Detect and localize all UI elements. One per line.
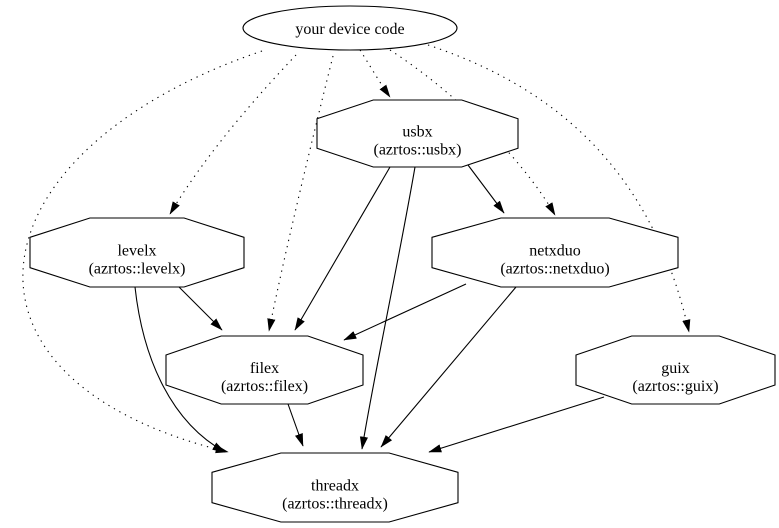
node-usbx-shape <box>316 99 519 168</box>
node-threadx-shape <box>211 452 459 523</box>
node-guix: guix(azrtos::guix) <box>575 335 776 405</box>
edges-layer <box>22 44 691 454</box>
node-filex-label-line1: filex <box>250 360 279 377</box>
node-filex-shape <box>165 335 364 405</box>
node-netxduo-shape <box>431 217 679 288</box>
node-guix-label-line1: guix <box>661 360 689 377</box>
node-usbx: usbx(azrtos::usbx) <box>316 99 519 168</box>
node-device-shape <box>242 5 458 51</box>
node-filex-label-line2: (azrtos::filex) <box>221 378 308 395</box>
edge-device-usbx <box>359 49 391 98</box>
edge-usbx-filex <box>294 166 391 331</box>
node-levelx-label-line2: (azrtos::levelx) <box>89 261 186 278</box>
node-usbx-label-line2: (azrtos::usbx) <box>374 142 462 159</box>
edge-levelx-threadx <box>134 286 226 453</box>
node-threadx-label-line2: (azrtos::threadx) <box>282 496 388 513</box>
edge-device-guix <box>427 44 691 333</box>
edge-guix-threadx <box>428 396 605 453</box>
node-filex: filex(azrtos::filex) <box>165 335 364 405</box>
node-threadx-label-line1: threadx <box>311 478 359 495</box>
node-levelx-label-line1: levelx <box>117 243 156 260</box>
edge-netxduo-filex <box>343 283 467 341</box>
node-netxduo-label-line1: netxduo <box>529 243 581 260</box>
node-levelx-shape <box>29 217 245 288</box>
edge-device-filex <box>267 55 334 332</box>
nodes-layer: your device codeusbx(azrtos::usbx)levelx… <box>29 5 776 523</box>
edge-netxduo-threadx <box>380 286 517 448</box>
edge-device-levelx <box>169 54 297 215</box>
edge-device-threadx <box>22 50 263 454</box>
edge-usbx-netxduo <box>467 164 505 214</box>
edge-filex-threadx <box>287 403 304 447</box>
edge-usbx-threadx <box>359 166 416 450</box>
edge-levelx-filex <box>177 285 223 331</box>
node-levelx: levelx(azrtos::levelx) <box>29 217 245 288</box>
node-usbx-label-line1: usbx <box>402 124 432 141</box>
node-guix-label-line2: (azrtos::guix) <box>632 378 718 395</box>
node-guix-shape <box>575 335 776 405</box>
node-threadx: threadx(azrtos::threadx) <box>211 452 459 523</box>
node-device: your device code <box>242 5 458 51</box>
node-netxduo: netxduo(azrtos::netxduo) <box>431 217 679 288</box>
node-device-label-line1: your device code <box>295 21 404 38</box>
node-netxduo-label-line2: (azrtos::netxduo) <box>500 261 609 278</box>
